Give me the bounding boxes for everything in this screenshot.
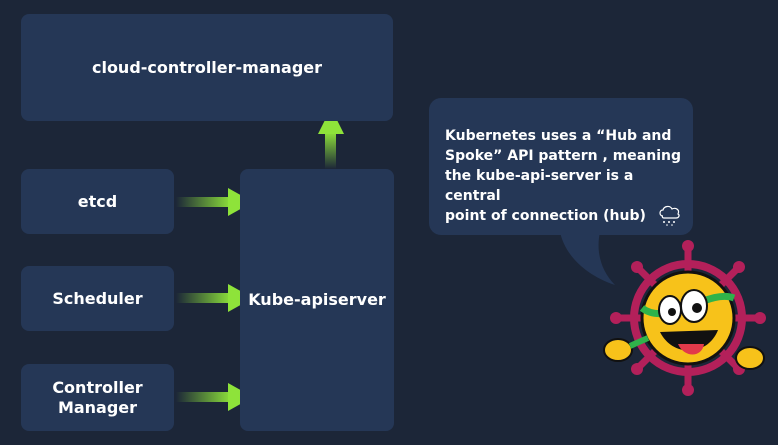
scheduler-box: Scheduler	[21, 266, 174, 331]
cloud-controller-manager-box: cloud-controller-manager	[21, 14, 393, 121]
controller-manager-label-line2: Manager	[57, 397, 138, 417]
scheduler-label: Scheduler	[52, 288, 143, 308]
controller-manager-box: Controller Manager	[21, 364, 174, 431]
cloud-controller-manager-label: cloud-controller-manager	[91, 57, 323, 77]
kube-apiserver-label: Kube-apiserver	[248, 290, 386, 309]
arrow-apiserver-to-cloud-controller-manager	[318, 108, 344, 169]
controller-manager-label-line1: Controller	[52, 377, 143, 397]
controller-manager-label: Controller Manager	[52, 378, 142, 418]
callout-text: Kubernetes uses a “Hub and Spoke” API pa…	[445, 128, 681, 224]
kube-apiserver-box: Kube-apiserver	[240, 169, 394, 431]
speech-bubble: Kubernetes uses a “Hub and Spoke” API pa…	[429, 98, 693, 235]
etcd-label: etcd	[77, 191, 118, 211]
etcd-box: etcd	[21, 169, 174, 234]
cloud-icon	[659, 205, 680, 226]
